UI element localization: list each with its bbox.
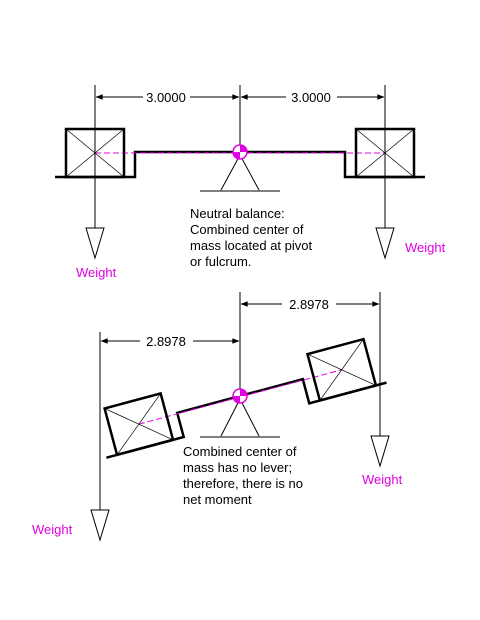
top-weight-arrow-right: [375, 227, 395, 260]
top-pivot-marker: [232, 144, 248, 160]
bottom-weight-label-right: Weight: [362, 472, 403, 487]
top-weight-label-right: Weight: [405, 240, 446, 255]
bottom-dimension-right: 2.8978: [289, 297, 329, 312]
top-diagram: 3.0000 3.0000 Weight: [55, 85, 446, 280]
top-note-line: Combined center of: [190, 222, 304, 237]
top-weight-arrow-left: [85, 227, 105, 260]
bottom-weight-label-left: Weight: [32, 522, 73, 537]
top-note-line: Neutral balance:: [190, 206, 285, 221]
bottom-weight-box-left: [103, 391, 175, 457]
bottom-note: Combined center of mass has no lever; th…: [183, 444, 307, 507]
top-note-line: mass located at pivot: [190, 238, 313, 253]
top-note: Neutral balance: Combined center of mass…: [190, 206, 316, 269]
bottom-note-line: Combined center of: [183, 444, 297, 459]
bottom-dimension-left: 2.8978: [146, 334, 186, 349]
top-weight-box-left: [64, 127, 126, 179]
bottom-weight-arrow-right: [370, 435, 390, 468]
bottom-note-line: mass has no lever;: [183, 460, 292, 475]
top-weight-label-left: Weight: [76, 265, 117, 280]
bottom-pivot-marker: [232, 388, 248, 404]
bottom-note-line: net moment: [183, 492, 252, 507]
bottom-note-line: therefore, there is no: [183, 476, 303, 491]
top-dimension-right: 3.0000: [291, 90, 331, 105]
bottom-weight-arrow-left: [90, 509, 110, 542]
top-fulcrum: [200, 153, 280, 192]
bottom-diagram: 2.8978 2.8978: [32, 292, 403, 542]
top-dimension-left: 3.0000: [146, 90, 186, 105]
bottom-weight-box-right: [305, 337, 378, 403]
top-weight-box-right: [354, 127, 416, 179]
top-note-line: or fulcrum.: [190, 254, 251, 269]
bottom-lever-bar-full: [106, 377, 387, 459]
